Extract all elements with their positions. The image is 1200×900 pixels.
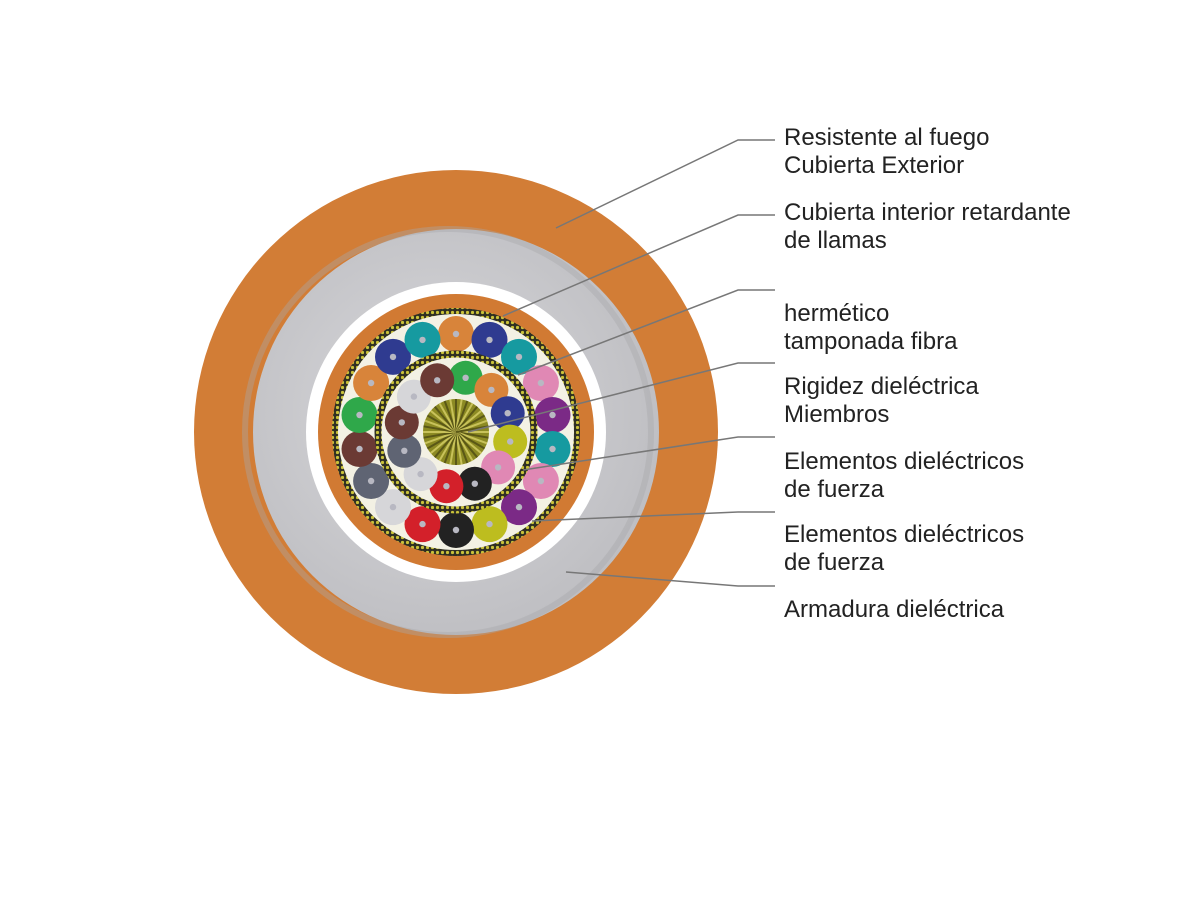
fiber-core	[507, 438, 514, 445]
fiber-core	[389, 353, 397, 361]
fiber-core	[549, 411, 556, 419]
label-line: de llamas	[784, 227, 887, 254]
fiber-core	[486, 520, 493, 528]
outer-jacket-label: Resistente al fuego Cubierta Exterior	[784, 124, 989, 180]
fiber-core	[434, 377, 441, 384]
leader-outer-jacket	[555, 139, 775, 229]
fiber-core	[537, 379, 545, 387]
strength-members-label-1: Elementos dieléctricos de fuerza	[784, 448, 1024, 504]
fiber-core	[515, 353, 523, 361]
fiber-core	[515, 503, 523, 511]
fiber-core	[549, 445, 556, 453]
fiber-core	[452, 330, 460, 338]
outer-fiber-ring	[341, 316, 571, 548]
fiber-core	[504, 410, 511, 417]
leader-strength-members-1	[522, 436, 775, 471]
fiber-core	[471, 480, 478, 487]
dielectric-armor-label: Armadura dieléctrica	[784, 596, 1004, 624]
fiber-core	[367, 379, 375, 387]
fiber-core	[419, 520, 426, 528]
label-line: Elementos dieléctricos	[784, 521, 1025, 548]
inner-fiber-ring	[384, 360, 528, 504]
fiber-core	[537, 477, 545, 485]
central-member-label: Rigidez dieléctrica Miembros	[784, 373, 979, 429]
fiber-core	[488, 386, 495, 394]
fiber-core	[356, 445, 363, 453]
fiber-core	[410, 393, 418, 400]
fiber-core	[452, 526, 460, 534]
label-line: Armadura dieléctrica	[784, 596, 1005, 623]
leader-dielectric-armor	[565, 571, 775, 587]
leader-strength-members-2	[531, 511, 775, 522]
armor-shadow	[242, 226, 654, 638]
label-line: tamponada fibra	[784, 328, 958, 355]
fiber-core	[462, 374, 469, 381]
fiber-core	[389, 503, 397, 511]
fiber-core	[486, 336, 493, 344]
fiber-core	[494, 464, 502, 471]
label-line: Cubierta interior retardante	[784, 199, 1071, 226]
leader-lines	[467, 139, 775, 587]
tight-buffered-fiber-label: hermético tamponada fibra	[784, 300, 957, 356]
label-line: hermético	[784, 300, 890, 327]
strength-members-label-2: Elementos dieléctricos de fuerza	[784, 521, 1024, 577]
label-line: Resistente al fuego	[784, 124, 990, 151]
leader-inner-jacket	[502, 214, 775, 317]
label-line: Rigidez dieléctrica	[784, 373, 979, 400]
fiber-core	[401, 447, 408, 454]
fiber-core	[398, 419, 405, 426]
fiber-core	[417, 470, 424, 478]
leader-central-member	[467, 362, 775, 433]
label-line: de fuerza	[784, 549, 885, 576]
leader-tight-buffered-fiber	[517, 289, 775, 376]
label-line: Miembros	[784, 401, 890, 428]
fiber-core	[443, 483, 450, 490]
fiber-core	[367, 477, 375, 485]
central-member-strands	[423, 399, 489, 465]
fiber-core	[356, 411, 363, 419]
fiber-core	[419, 336, 426, 344]
central-member-strand	[455, 425, 489, 433]
label-line: Cubierta Exterior	[784, 152, 965, 179]
label-line: Elementos dieléctricos	[784, 448, 1025, 475]
inner-jacket-label: Cubierta interior retardante de llamas	[784, 199, 1071, 255]
inner-strength-ring	[374, 350, 538, 514]
label-line: de fuerza	[784, 476, 885, 503]
